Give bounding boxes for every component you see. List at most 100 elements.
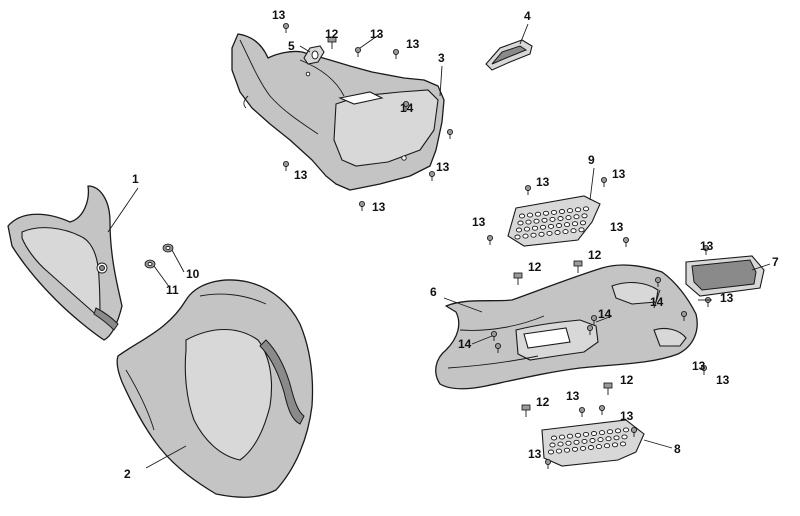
mat-hole [549,216,556,222]
mat-hole [590,431,598,436]
callout-13: 13 [610,220,624,234]
callout-13: 13 [620,409,634,423]
callout-13: 13 [436,160,450,174]
mat-hole [562,229,569,235]
bolt [513,272,523,279]
screw [358,200,365,207]
part-6-floor-panel [435,264,698,390]
screw [681,310,688,317]
mat-hole [522,233,529,239]
mat-hole [525,219,532,225]
leader-line [589,167,595,201]
mat-perforations [514,206,630,455]
mat-hole [565,215,572,221]
screw [525,184,532,191]
leader-line [443,297,483,313]
callout-8: 8 [674,442,681,456]
callout-5: 5 [288,39,295,53]
callout-4: 4 [524,9,531,23]
mat-hole [530,232,537,238]
callout-13: 13 [700,239,714,253]
mat-hole [515,227,523,233]
mat-hole [589,438,596,443]
screw [599,404,606,411]
mat-hole [566,433,574,439]
mat-hole [534,211,542,217]
callout-1: 1 [132,172,139,186]
mat-hole [550,435,558,441]
leader-line [653,289,661,309]
mat-hole [574,207,582,213]
mat-hole [622,427,630,433]
callout-14: 14 [650,295,664,309]
screw [490,330,497,337]
mat-hole [523,226,531,232]
leader-line [519,23,529,45]
mat-hole [614,428,622,434]
mat-hole [573,439,580,445]
mat-hole [582,206,590,212]
part-3-inner-upper-cover [231,33,445,191]
screw [623,236,630,243]
screw [392,49,399,56]
leader-line [171,249,185,273]
mat-hole [533,218,540,224]
mat-hole [565,440,572,446]
screw [587,324,594,331]
callout-leaders [107,23,771,469]
callout-13: 13 [720,291,734,305]
callout-12: 12 [588,248,602,262]
mat-hole [606,429,614,435]
mat-hole [603,443,611,449]
mat-hole [555,223,563,228]
mat-hole [598,430,606,436]
fasteners [282,22,712,469]
callout-13: 13 [612,167,626,181]
mat-hole [595,444,603,450]
mat-hole [579,445,587,451]
part-4-trim-piece [485,39,533,71]
mat-hole [558,209,566,214]
mat-hole [566,208,574,214]
mat-hole [531,225,539,231]
part-8-lower-mat [541,419,645,467]
callout-13: 13 [370,27,384,41]
mat-hole [547,223,555,229]
mat-hole [581,438,588,444]
screw [494,342,501,349]
bolt [603,382,613,389]
callout-12: 12 [620,373,634,387]
mat-hole [571,446,579,452]
mat-hole [555,448,563,454]
mat-hole [611,442,619,448]
mat-hole [550,209,558,215]
callout-14: 14 [598,307,612,321]
callout-13: 13 [566,389,580,403]
leader-line [439,65,443,97]
part-1-front-shield [7,185,123,341]
mat-hole [557,216,564,221]
callout-13: 13 [294,168,308,182]
mat-hole [549,442,556,448]
callout-13: 13 [716,373,730,387]
callout-13: 13 [472,215,486,229]
screw [601,176,608,183]
mat-hole [587,445,595,450]
screw [631,426,638,433]
mat-hole [579,220,587,226]
mat-hole [514,234,521,240]
mat-hole [570,228,577,234]
mat-hole [558,434,566,440]
leader-line [751,263,771,271]
screw [446,128,453,135]
mat-hole [554,230,561,235]
mat-hole [546,230,553,236]
bolt [573,260,583,267]
leader-line [643,439,673,449]
leader-line [595,315,613,323]
callout-13: 13 [406,37,420,51]
screw [579,406,586,413]
leader-line [145,445,187,469]
mat-hole [538,231,545,237]
